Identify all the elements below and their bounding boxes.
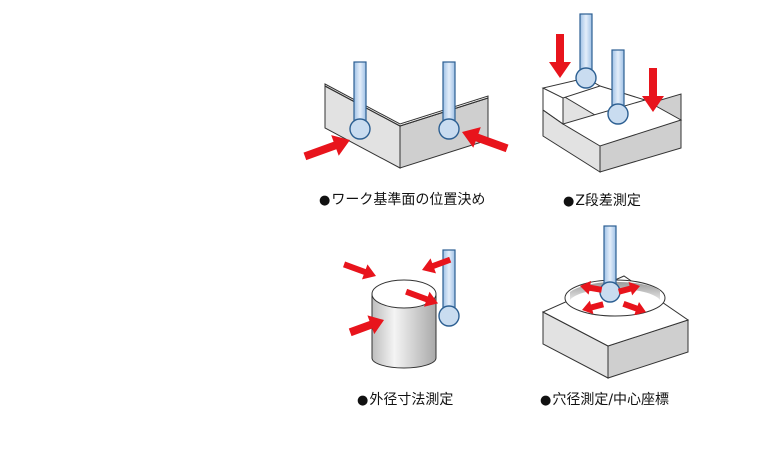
probe-tip: [575, 67, 597, 89]
arrow-icon: [343, 261, 376, 280]
arrow-icon: [405, 288, 439, 307]
probe-stem: [442, 61, 456, 123]
arrow-icon: [303, 135, 350, 161]
probe-tip: [438, 305, 460, 327]
probe-tip: [599, 281, 621, 303]
probe-tip: [607, 103, 629, 125]
caption-z-step: ●Z段差測定: [563, 190, 641, 210]
arrow-icon: [462, 127, 509, 153]
arrow-icon: [622, 300, 646, 316]
probe-tip: [349, 118, 371, 140]
arrow-icon: [422, 256, 452, 274]
scene-outer-diameter: [343, 249, 460, 369]
arrow-icon: [348, 315, 384, 337]
caption-text: ワーク基準面の位置決め: [331, 192, 486, 208]
probe-tip: [438, 118, 460, 140]
probe-stem: [579, 13, 593, 71]
probe-stem: [603, 225, 617, 287]
arrow-icon: [642, 68, 664, 112]
caption-text: Z段差測定: [575, 193, 641, 209]
caption-hole-diameter: ●穴径測定/中心座標: [540, 389, 669, 409]
scene-reference-surface: [303, 61, 509, 169]
probe-stem: [353, 61, 367, 123]
cylinder-body: [371, 293, 437, 369]
caption-text: 外径寸法測定: [369, 392, 454, 408]
bullet-icon: ●: [319, 193, 331, 208]
scene-z-step: [541, 13, 683, 173]
bullet-icon: ●: [540, 393, 552, 408]
probe-stem: [611, 49, 625, 107]
cylinder-top: [371, 279, 437, 309]
scene-hole-diameter: [541, 225, 690, 379]
bullet-icon: ●: [357, 393, 369, 408]
caption-outer-diameter: ●外径寸法測定: [357, 389, 453, 409]
arrow-icon: [617, 281, 640, 296]
bullet-icon: ●: [563, 194, 575, 209]
arrow-icon: [549, 34, 571, 78]
caption-reference-surface: ●ワーク基準面の位置決め: [319, 189, 485, 209]
caption-text: 穴径測定/中心座標: [552, 392, 670, 408]
arrow-icon: [580, 280, 603, 295]
arrow-icon: [582, 300, 605, 315]
